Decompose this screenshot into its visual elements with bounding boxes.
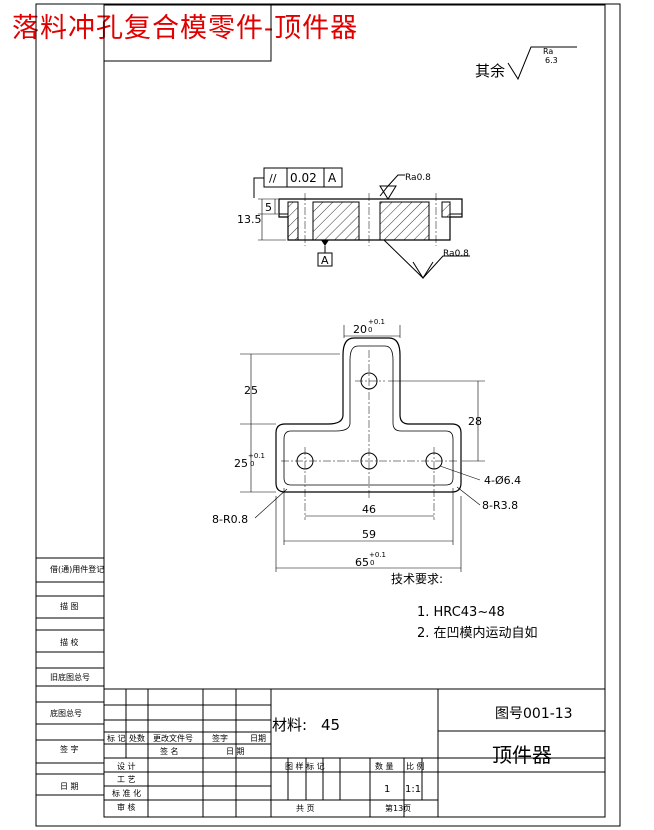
surface-ra-value: 6.3: [545, 56, 558, 65]
dim-total-width-low: 0: [370, 559, 374, 567]
left-label-2: 描 图: [60, 601, 79, 611]
plan-view: 20 +0.1 0 25 25 +0.1 0 28 4-Ø6.4 8-R3.8 …: [212, 318, 521, 572]
roughness-top-icon: [379, 185, 397, 200]
tolerance-datum: A: [328, 171, 337, 185]
roughness-symbol-icon: [507, 46, 577, 81]
surface-note: 其余 Ra 6.3: [475, 46, 577, 81]
left-label-1: 借(通)用件登记: [50, 564, 104, 574]
title-block: 材料: 45 图号001-13 顶件器 标 记 处数 更改文件号 签字 日期 签…: [107, 706, 573, 813]
inner-border: [103, 4, 606, 818]
surface-note-prefix: 其余: [475, 62, 505, 80]
qty-header: 数 量: [375, 761, 394, 771]
holes-label: 4-Ø6.4: [484, 474, 521, 487]
section-view: // 0.02 A Ra0.8 Ra0.8 5 13.5 A: [237, 167, 470, 279]
scale-value: 1:1: [405, 784, 421, 795]
left-label-7: 日 期: [60, 782, 79, 791]
tech-item-2: 2. 在凹模内运动自如: [417, 625, 538, 641]
section-hatch-4: [441, 201, 451, 218]
rev-header-date: 日期: [250, 734, 266, 743]
rev-header-count: 处数: [129, 733, 145, 743]
sign-header-date: 日 期: [226, 747, 245, 756]
drawing-number: 图号001-13: [495, 706, 573, 722]
left-strip: 借(通)用件登记 描 图 描 校 旧底图总号 底图总号 签 字 日 期: [50, 564, 104, 791]
tech-heading: 技术要求:: [391, 572, 443, 586]
datum-label: A: [321, 254, 329, 267]
section-outline: [278, 198, 463, 241]
sheets-total: 共 页: [296, 804, 315, 813]
mark-header: 图 样 标 记: [285, 761, 325, 771]
tolerance-value: 0.02: [290, 171, 317, 185]
roughness-bottom-icon: [412, 261, 434, 279]
role-standard: 标 准 化: [112, 788, 141, 798]
dim-top-width-tol: +0.1: [368, 318, 385, 326]
role-design: 设 计: [117, 761, 136, 771]
left-label-6: 签 字: [60, 744, 79, 754]
dim-lower-height-tol: +0.1: [248, 452, 265, 460]
part-outline: [275, 337, 462, 493]
dim-total: 13.5: [237, 213, 262, 226]
section-hatch-2: [312, 201, 360, 241]
qty-value: 1: [384, 784, 390, 795]
sheet-number: 第13页: [385, 803, 411, 813]
material-label: 材料:: [272, 716, 307, 734]
dim-hole-spacing: 46: [362, 503, 376, 516]
scale-header: 比 例: [406, 761, 425, 771]
material-value: 45: [321, 716, 340, 734]
dim-thin: 5: [265, 201, 272, 214]
part-inner-outline: [283, 345, 454, 486]
dim-upper-height: 25: [244, 384, 258, 397]
tech-item-1: 1. HRC43~48: [417, 605, 505, 620]
outer-radius-label: 8-R3.8: [482, 499, 518, 512]
rev-header-sign: 签字: [212, 733, 228, 743]
part-name: 顶件器: [492, 743, 552, 767]
section-hatch-3: [379, 201, 430, 241]
rev-header-doc: 更改文件号: [153, 733, 193, 743]
left-label-5: 底图总号: [50, 708, 82, 718]
dim-total-width: 65: [355, 556, 369, 569]
sign-header-name: 签 名: [160, 746, 179, 756]
section-hatch-1: [287, 201, 299, 241]
inner-radius-label: 8-R0.8: [212, 513, 248, 526]
code-box: [103, 4, 272, 62]
surface-ra-label: Ra: [543, 47, 553, 56]
tolerance-symbol: //: [269, 172, 277, 185]
rev-header-mark: 标 记: [107, 733, 126, 743]
dim-lower-height: 25: [234, 457, 248, 470]
drawing-title: 落料冲孔复合模零件-顶件器: [12, 13, 359, 44]
role-review: 审 核: [117, 802, 136, 812]
role-process: 工 艺: [117, 775, 136, 784]
dim-hole-offset: 28: [468, 415, 482, 428]
outer-border: [35, 3, 621, 827]
left-label-3: 描 校: [60, 637, 79, 647]
dim-total-width-tol: +0.1: [369, 551, 386, 559]
dim-top-width: 20: [353, 323, 367, 336]
dim-top-width-low: 0: [368, 326, 372, 334]
roughness-top-label: Ra0.8: [405, 173, 431, 183]
dim-lower-height-low: 0: [250, 460, 254, 468]
tech-requirements: 技术要求: 1. HRC43~48 2. 在凹模内运动自如: [391, 572, 538, 641]
left-label-4: 旧底图总号: [50, 672, 90, 682]
roughness-bottom-label: Ra0.8: [443, 249, 469, 259]
dim-inner-width: 59: [362, 528, 376, 541]
